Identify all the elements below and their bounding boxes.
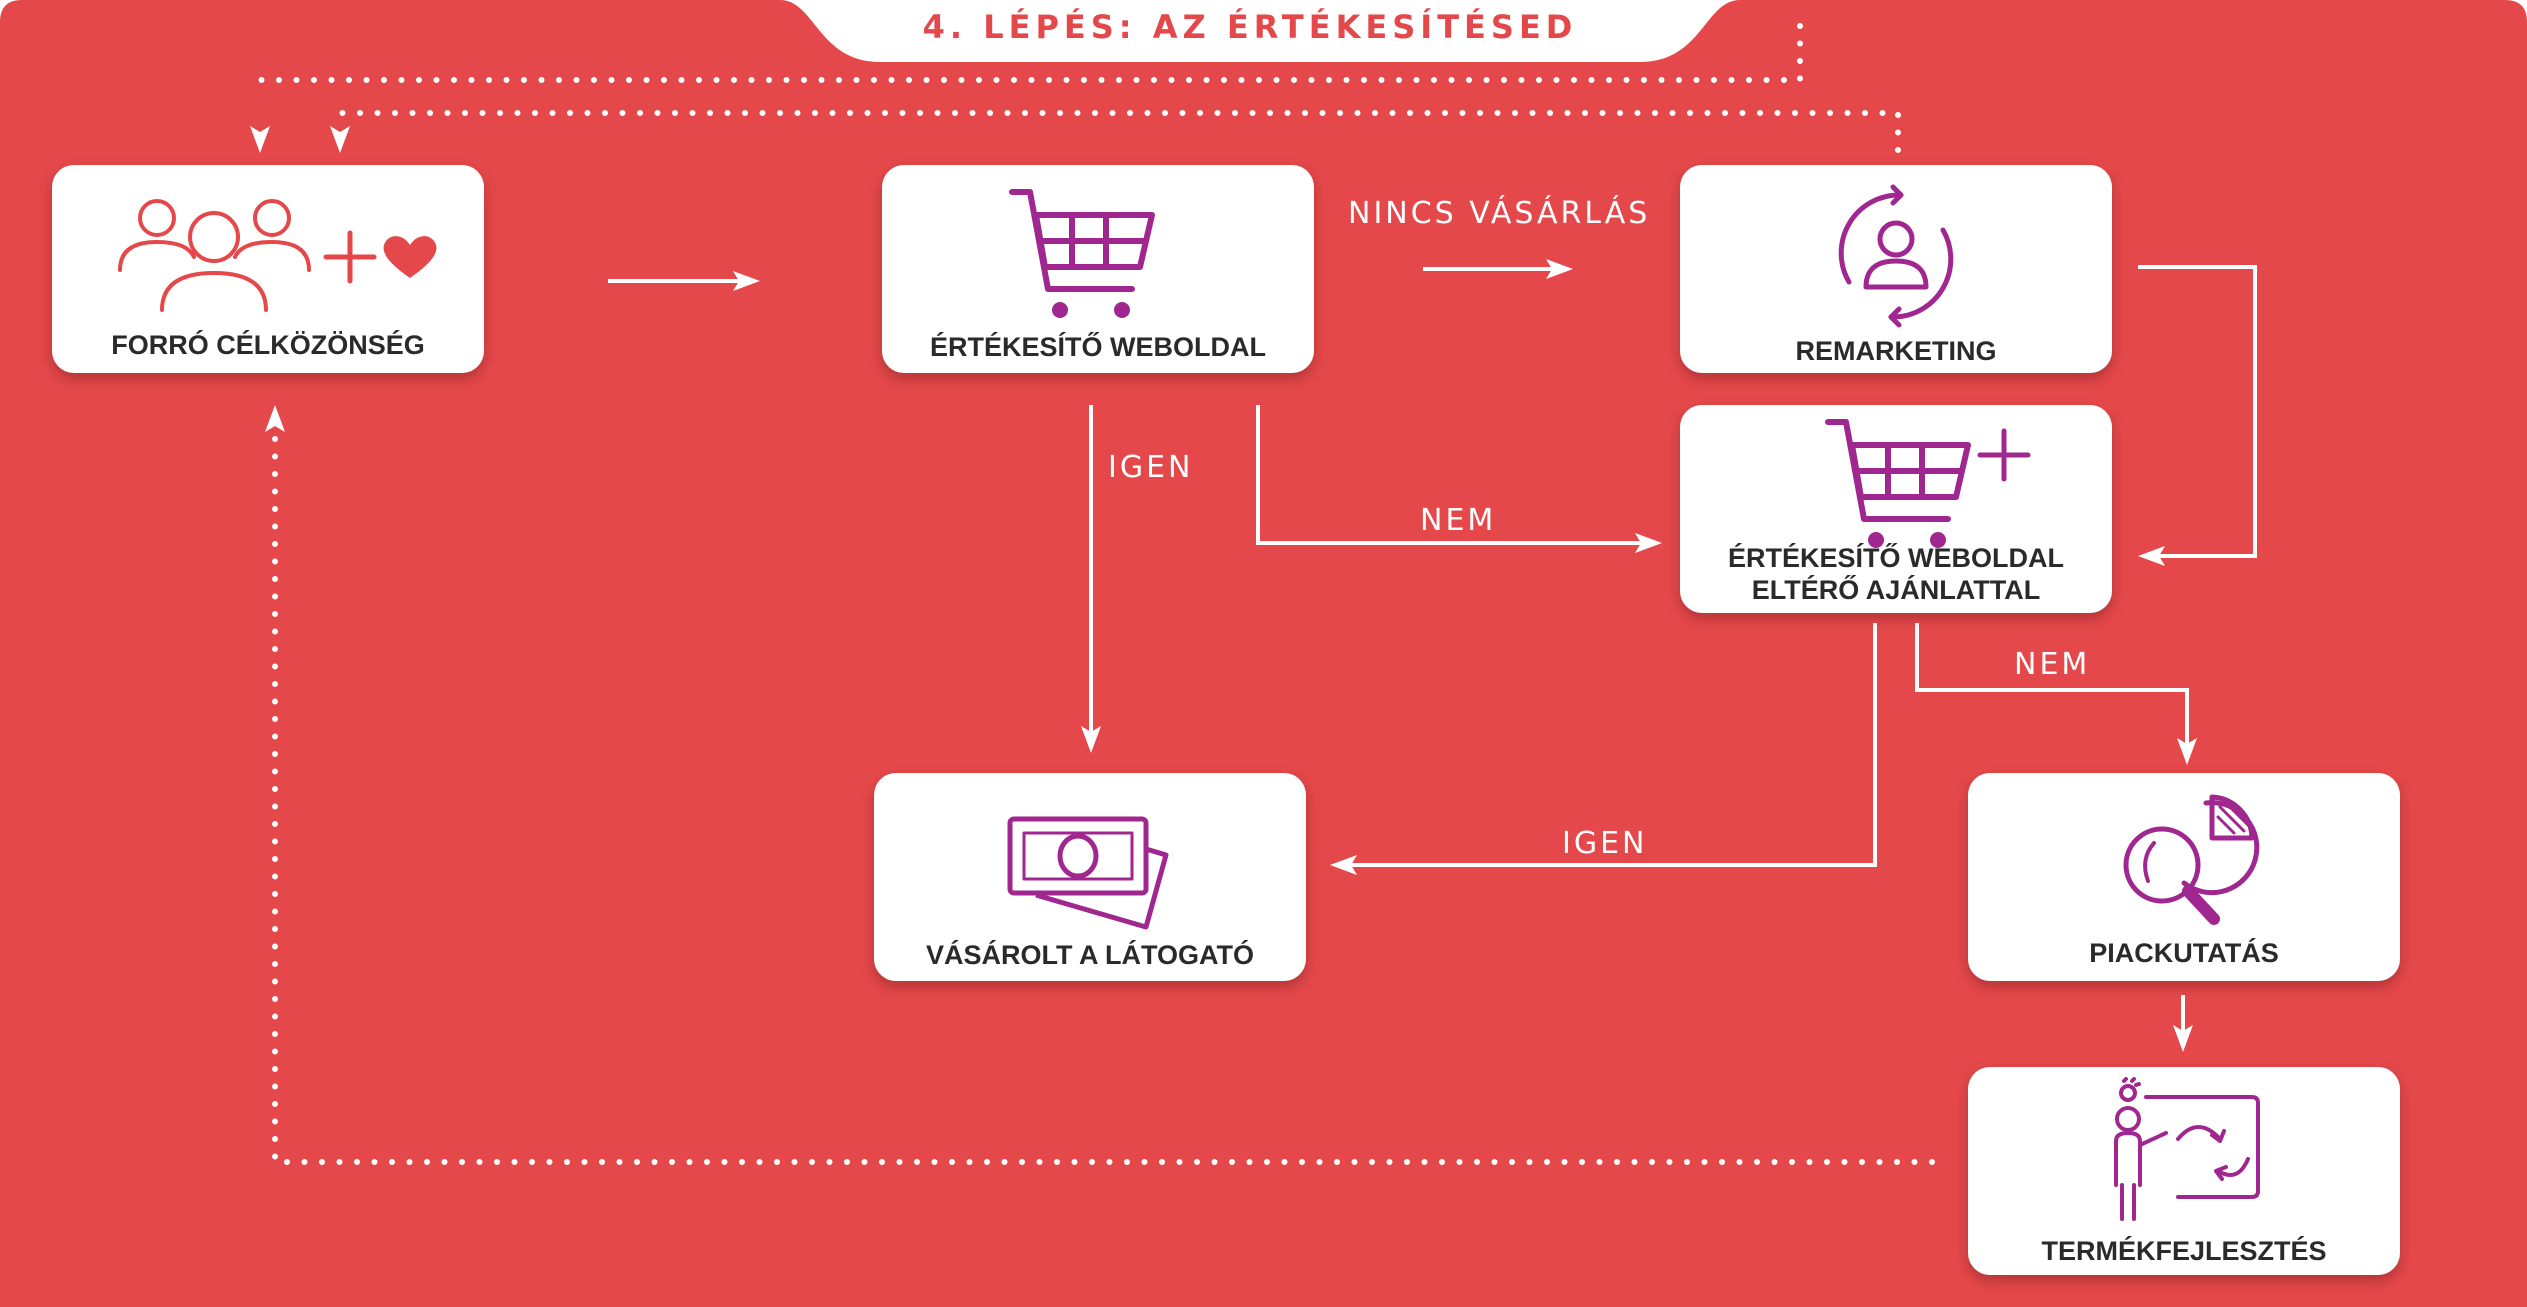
arrow-remarketing-to-alt-offer [2138, 265, 2257, 558]
node-remarketing: REMARKETING [1680, 165, 2112, 373]
dotted-line-top-outer [257, 23, 1803, 83]
node-label: FORRÓ CÉLKÖZÖNSÉG [111, 330, 425, 360]
node-label: VÁSÁROLT A LÁTOGATÓ [926, 940, 1254, 970]
node-purchased: VÁSÁROLT A LÁTOGATÓ [874, 773, 1306, 981]
dotted-connectors [257, 23, 1935, 1165]
arrow-no-to-alt-offer [1256, 405, 1652, 545]
arrow-alt-offer-yes [1340, 623, 1877, 867]
arrowheads [250, 126, 2197, 1052]
dotted-line-return [272, 417, 1935, 1165]
arrowhead [2173, 1025, 2193, 1052]
node-market-research: PIACKUTATÁS [1968, 773, 2400, 981]
arrowhead [250, 126, 270, 153]
node-label-line1: ÉRTÉKESÍTŐ WEBOLDAL [1728, 543, 2064, 573]
arrowhead [1330, 855, 1357, 875]
edge-label-no-purchase: NINCS VÁSÁRLÁS [1348, 196, 1651, 231]
arrowhead [1081, 726, 1101, 753]
node-sales-page: ÉRTÉKESÍTŐ WEBOLDAL [882, 165, 1314, 373]
people-heart-icon [118, 199, 437, 312]
arrow-alt-offer-no [1915, 623, 2189, 755]
diagram-title: 4. LÉPÉS: AZ ÉRTÉKESÍTÉSED [922, 8, 1578, 46]
dotted-line-top-inner [337, 110, 1901, 153]
edge-label-no: NEM [1420, 503, 1497, 538]
node-product-development: TERMÉKFEJLESZTÉS [1968, 1067, 2400, 1275]
arrowhead [265, 405, 285, 432]
arrowhead [1546, 259, 1573, 279]
edge-label-yes: IGEN [1108, 450, 1194, 485]
presenter-board-icon [2114, 1077, 2260, 1221]
arrowhead [2177, 738, 2197, 765]
shopping-cart-icon [1009, 189, 1155, 318]
node-label-line2: ELTÉRŐ AJÁNLATTAL [1751, 575, 2041, 605]
money-bills-icon [1007, 816, 1169, 930]
node-label: ÉRTÉKESÍTŐ WEBOLDAL [930, 332, 1266, 362]
arrowhead [733, 271, 760, 291]
remarketing-user-cycle-icon [1838, 184, 1954, 328]
edge-label-yes: IGEN [1562, 826, 1648, 861]
node-hot-audience: FORRÓ CÉLKÖZÖNSÉG [52, 165, 484, 373]
arrowhead [1635, 533, 1662, 553]
node-label: TERMÉKFEJLESZTÉS [2041, 1236, 2327, 1266]
node-label: REMARKETING [1795, 336, 1997, 366]
solid-connectors [608, 265, 2257, 1042]
edge-label-no: NEM [2014, 647, 2091, 682]
shopping-cart-plus-icon [1825, 419, 2031, 548]
magnifier-pie-chart-icon [2123, 794, 2260, 925]
arrowhead [330, 126, 350, 153]
node-alt-offer: ÉRTÉKESÍTŐ WEBOLDAL ELTÉRŐ AJÁNLATTAL [1680, 405, 2112, 613]
node-label: PIACKUTATÁS [2089, 938, 2279, 968]
arrowhead [2138, 546, 2165, 566]
